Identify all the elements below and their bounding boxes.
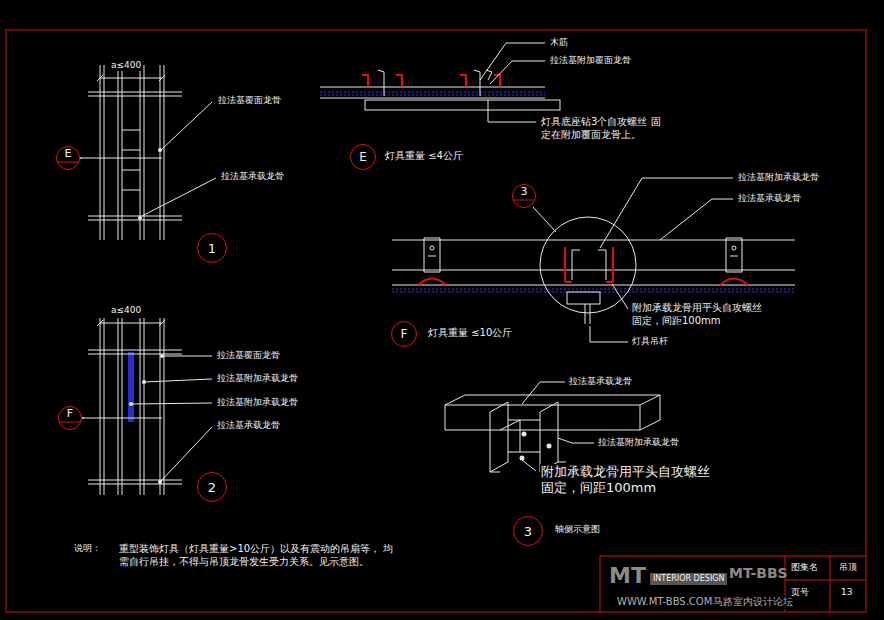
- callout-number: 1: [197, 233, 227, 263]
- annotation-label: 吊顶: [838, 562, 858, 573]
- callout-text: 1: [208, 242, 216, 255]
- annotation-label: 拉法基附加承载龙骨: [597, 437, 680, 448]
- annotation-label: 木筋: [549, 37, 569, 48]
- annotation-label: 附加承载龙骨用平头自攻螺丝 固定，间距100mm: [540, 464, 724, 497]
- annotation-label: 说明：: [73, 543, 102, 554]
- annotation-label: 拉法基承载龙骨: [220, 171, 285, 182]
- annotation-label: 附加承载龙骨用平头自攻螺丝 固定，间距100mm: [631, 302, 775, 327]
- annotation-label: 灯具吊杆: [631, 336, 669, 347]
- callout-text: 2: [208, 481, 216, 494]
- section-marker: 3: [512, 184, 536, 208]
- annotation-label: a≤400: [110, 60, 142, 71]
- callout-text: E: [65, 148, 72, 159]
- section-marker: F: [58, 406, 82, 430]
- annotation-label: 拉法基附加承载龙骨: [737, 172, 820, 183]
- callout-number: E: [350, 144, 376, 170]
- annotation-label: 13: [840, 587, 853, 598]
- callout-text: F: [67, 408, 73, 419]
- annotation-label: 轴侧示意图: [554, 524, 601, 535]
- callout-number: F: [391, 321, 417, 347]
- annotation-label: 拉法基附加承载龙骨: [216, 373, 299, 384]
- annotation-label: 拉法基承载龙骨: [216, 420, 281, 431]
- annotation-label: 马路室内设计论坛: [712, 596, 794, 609]
- annotation-label: 拉法基承载龙骨: [737, 193, 802, 204]
- annotation-label: 拉法基覆面龙骨: [217, 95, 282, 106]
- section-marker: E: [56, 146, 80, 170]
- annotation-label: 灯具重量 ≤4公斤: [384, 150, 464, 163]
- annotation-label: 拉法基承载龙骨: [568, 376, 633, 387]
- callout-text: 3: [521, 186, 528, 197]
- annotation-label: a≤400: [110, 305, 142, 316]
- annotation-label: 灯具底座钻3个自攻螺丝 固定在附加覆面龙骨上。: [540, 116, 666, 141]
- annotation-label: MT-BBS: [728, 565, 789, 583]
- callout-text: 3: [524, 525, 532, 538]
- annotation-label: 拉法基覆面龙骨: [216, 350, 281, 361]
- annotation-label: WWW.MT-BBS.COM: [616, 596, 713, 609]
- annotation-label: INTERIOR DESIGN: [650, 573, 727, 585]
- annotation-label: 灯具重量 ≤10公斤: [427, 327, 513, 340]
- annotation-label: MT: [608, 562, 647, 590]
- annotation-label: 拉法基附加承载龙骨: [216, 397, 299, 408]
- annotation-label: 重型装饰灯具（灯具重量>10公斤）以及有震动的吊扇等， 均需自行吊挂，不得与吊顶…: [118, 543, 395, 568]
- callout-text: E: [359, 151, 367, 163]
- callout-number: 2: [197, 472, 227, 502]
- callout-text: F: [401, 328, 408, 340]
- annotation-label: 拉法基附加覆面龙骨: [549, 55, 632, 66]
- callout-number: 3: [513, 516, 543, 546]
- annotation-label: 图集名: [790, 562, 819, 573]
